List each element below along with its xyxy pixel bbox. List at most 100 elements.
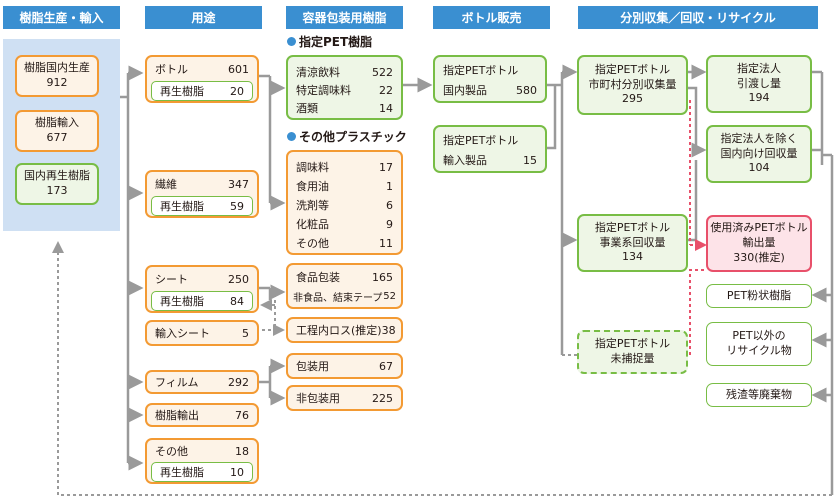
domestic-recycled-resin: 国内再生樹脂 173 xyxy=(15,163,99,205)
pet-resin-title: 指定PET樹脂 xyxy=(287,33,372,50)
label: 再生樹脂 xyxy=(160,466,204,479)
header-collection-recycling: 分別収集／回収・リサイクル xyxy=(578,6,818,29)
value: 52 xyxy=(383,290,396,302)
label: 使用済みPETボトル xyxy=(710,221,808,235)
value: 250 xyxy=(228,272,249,286)
label: リサイクル物 xyxy=(726,344,792,357)
label: 特定調味料 xyxy=(296,84,351,97)
value: 9 xyxy=(386,217,393,231)
label: 樹脂輸入 xyxy=(35,116,79,130)
municipal-collection: 指定PETボトル 市町村分別収集量 295 xyxy=(577,55,688,115)
use-fiber: 繊維 347 再生樹脂 59 xyxy=(145,170,259,218)
label: その他 xyxy=(296,237,329,250)
label: 繊維 xyxy=(155,178,177,191)
other-plastic-title: その他プラスチック xyxy=(287,128,407,145)
value: 165 xyxy=(372,270,393,284)
label: 樹脂輸出 xyxy=(155,409,199,422)
label: 清涼飲料 xyxy=(296,66,340,79)
value: 601 xyxy=(228,62,249,76)
value: 194 xyxy=(748,91,770,105)
value: 912 xyxy=(46,76,68,89)
header-container-resin: 容器包装用樹脂 xyxy=(286,6,403,29)
label: 指定PETボトル xyxy=(443,64,519,77)
value: 17 xyxy=(379,160,393,174)
label: 再生樹脂 xyxy=(160,200,204,213)
label: 引渡し量 xyxy=(737,76,781,90)
value: 677 xyxy=(46,131,68,144)
recycled-resin-row: 再生樹脂 10 xyxy=(151,462,253,482)
pet-resin-box: 清涼飲料 522 特定調味料 22 酒類 14 xyxy=(286,55,403,120)
value: 292 xyxy=(228,375,249,389)
header-resin-production: 樹脂生産・輸入 xyxy=(3,6,120,29)
value: 18 xyxy=(235,444,249,458)
value: 22 xyxy=(379,83,393,97)
process-loss-box: 工程内ロス(推定)38 xyxy=(286,317,403,343)
value: 15 xyxy=(523,153,537,167)
value: 295 xyxy=(622,92,643,106)
value: 6 xyxy=(386,198,393,212)
label: シート xyxy=(155,273,188,286)
packaging-box: 包装用 67 xyxy=(286,353,403,379)
uncaptured-amount: 指定PETボトル 未捕捉量 xyxy=(577,330,688,374)
header-bottle-sales: ボトル販売 xyxy=(433,6,550,29)
label: 樹脂国内生産 xyxy=(24,61,90,75)
label: 酒類 xyxy=(296,102,318,115)
label: 食用油 xyxy=(296,180,329,193)
designated-delivery: 指定法人 引渡し量 194 xyxy=(706,55,812,113)
value: 11 xyxy=(379,236,393,250)
value: 20 xyxy=(230,84,244,98)
label: 包装用 xyxy=(296,360,329,373)
value: 10 xyxy=(230,465,244,479)
label: 調味料 xyxy=(296,161,329,174)
label: 非食品、結束テープ xyxy=(293,292,383,304)
label: 洗剤等 xyxy=(296,199,329,212)
label: PET以外の xyxy=(732,329,786,343)
value: 225 xyxy=(372,391,393,405)
value: 59 xyxy=(230,199,244,213)
business-collection: 指定PETボトル 事業系回収量 134 xyxy=(577,214,688,272)
label: 非包装用 xyxy=(296,392,340,405)
label: 工程内ロス(推定) xyxy=(296,324,382,337)
label: 未捕捉量 xyxy=(610,352,655,365)
header-usage: 用途 xyxy=(145,6,262,29)
value: 522 xyxy=(372,65,393,79)
label: 輸入製品 xyxy=(443,154,487,167)
label: 指定法人 xyxy=(737,61,781,75)
label: 輸出量 xyxy=(742,236,776,250)
value: 134 xyxy=(622,250,643,264)
value: 1 xyxy=(386,179,393,193)
label: 残渣等廃棄物 xyxy=(726,387,792,401)
label: 市町村分別収集量 xyxy=(588,77,677,91)
value: 347 xyxy=(228,177,249,191)
non-pet-recycled: PET以外の リサイクル物 xyxy=(706,322,812,366)
domestic-recovery: 指定法人を除く 国内向け回収量 104 xyxy=(706,125,812,183)
label: ボトル xyxy=(155,63,188,76)
label: 国内再生樹脂 xyxy=(24,169,90,183)
value: 580 xyxy=(516,83,537,97)
bullet-icon xyxy=(287,132,296,141)
value: 14 xyxy=(379,101,393,115)
resin-import: 樹脂輸入 677 xyxy=(15,110,99,152)
residue-waste: 残渣等廃棄物 xyxy=(706,383,812,407)
use-other: その他 18 再生樹脂 10 xyxy=(145,438,259,484)
other-plastic-box: 調味料 17 食用油 1 洗剤等 6 化粧品 9 その他 11 xyxy=(286,150,403,255)
domestic-resin-production: 樹脂国内生産 912 xyxy=(15,55,99,97)
value: 330(推定) xyxy=(733,250,785,264)
value: 84 xyxy=(230,294,244,308)
label: 化粧品 xyxy=(296,218,329,231)
label: 指定PETボトル xyxy=(594,337,671,351)
label: その他 xyxy=(155,445,188,458)
used-pet-export: 使用済みPETボトル 輸出量 330(推定) xyxy=(706,215,812,272)
value: 67 xyxy=(379,359,393,373)
value: 38 xyxy=(381,323,396,337)
label: フィルム xyxy=(155,376,199,389)
value: 5 xyxy=(242,326,249,340)
